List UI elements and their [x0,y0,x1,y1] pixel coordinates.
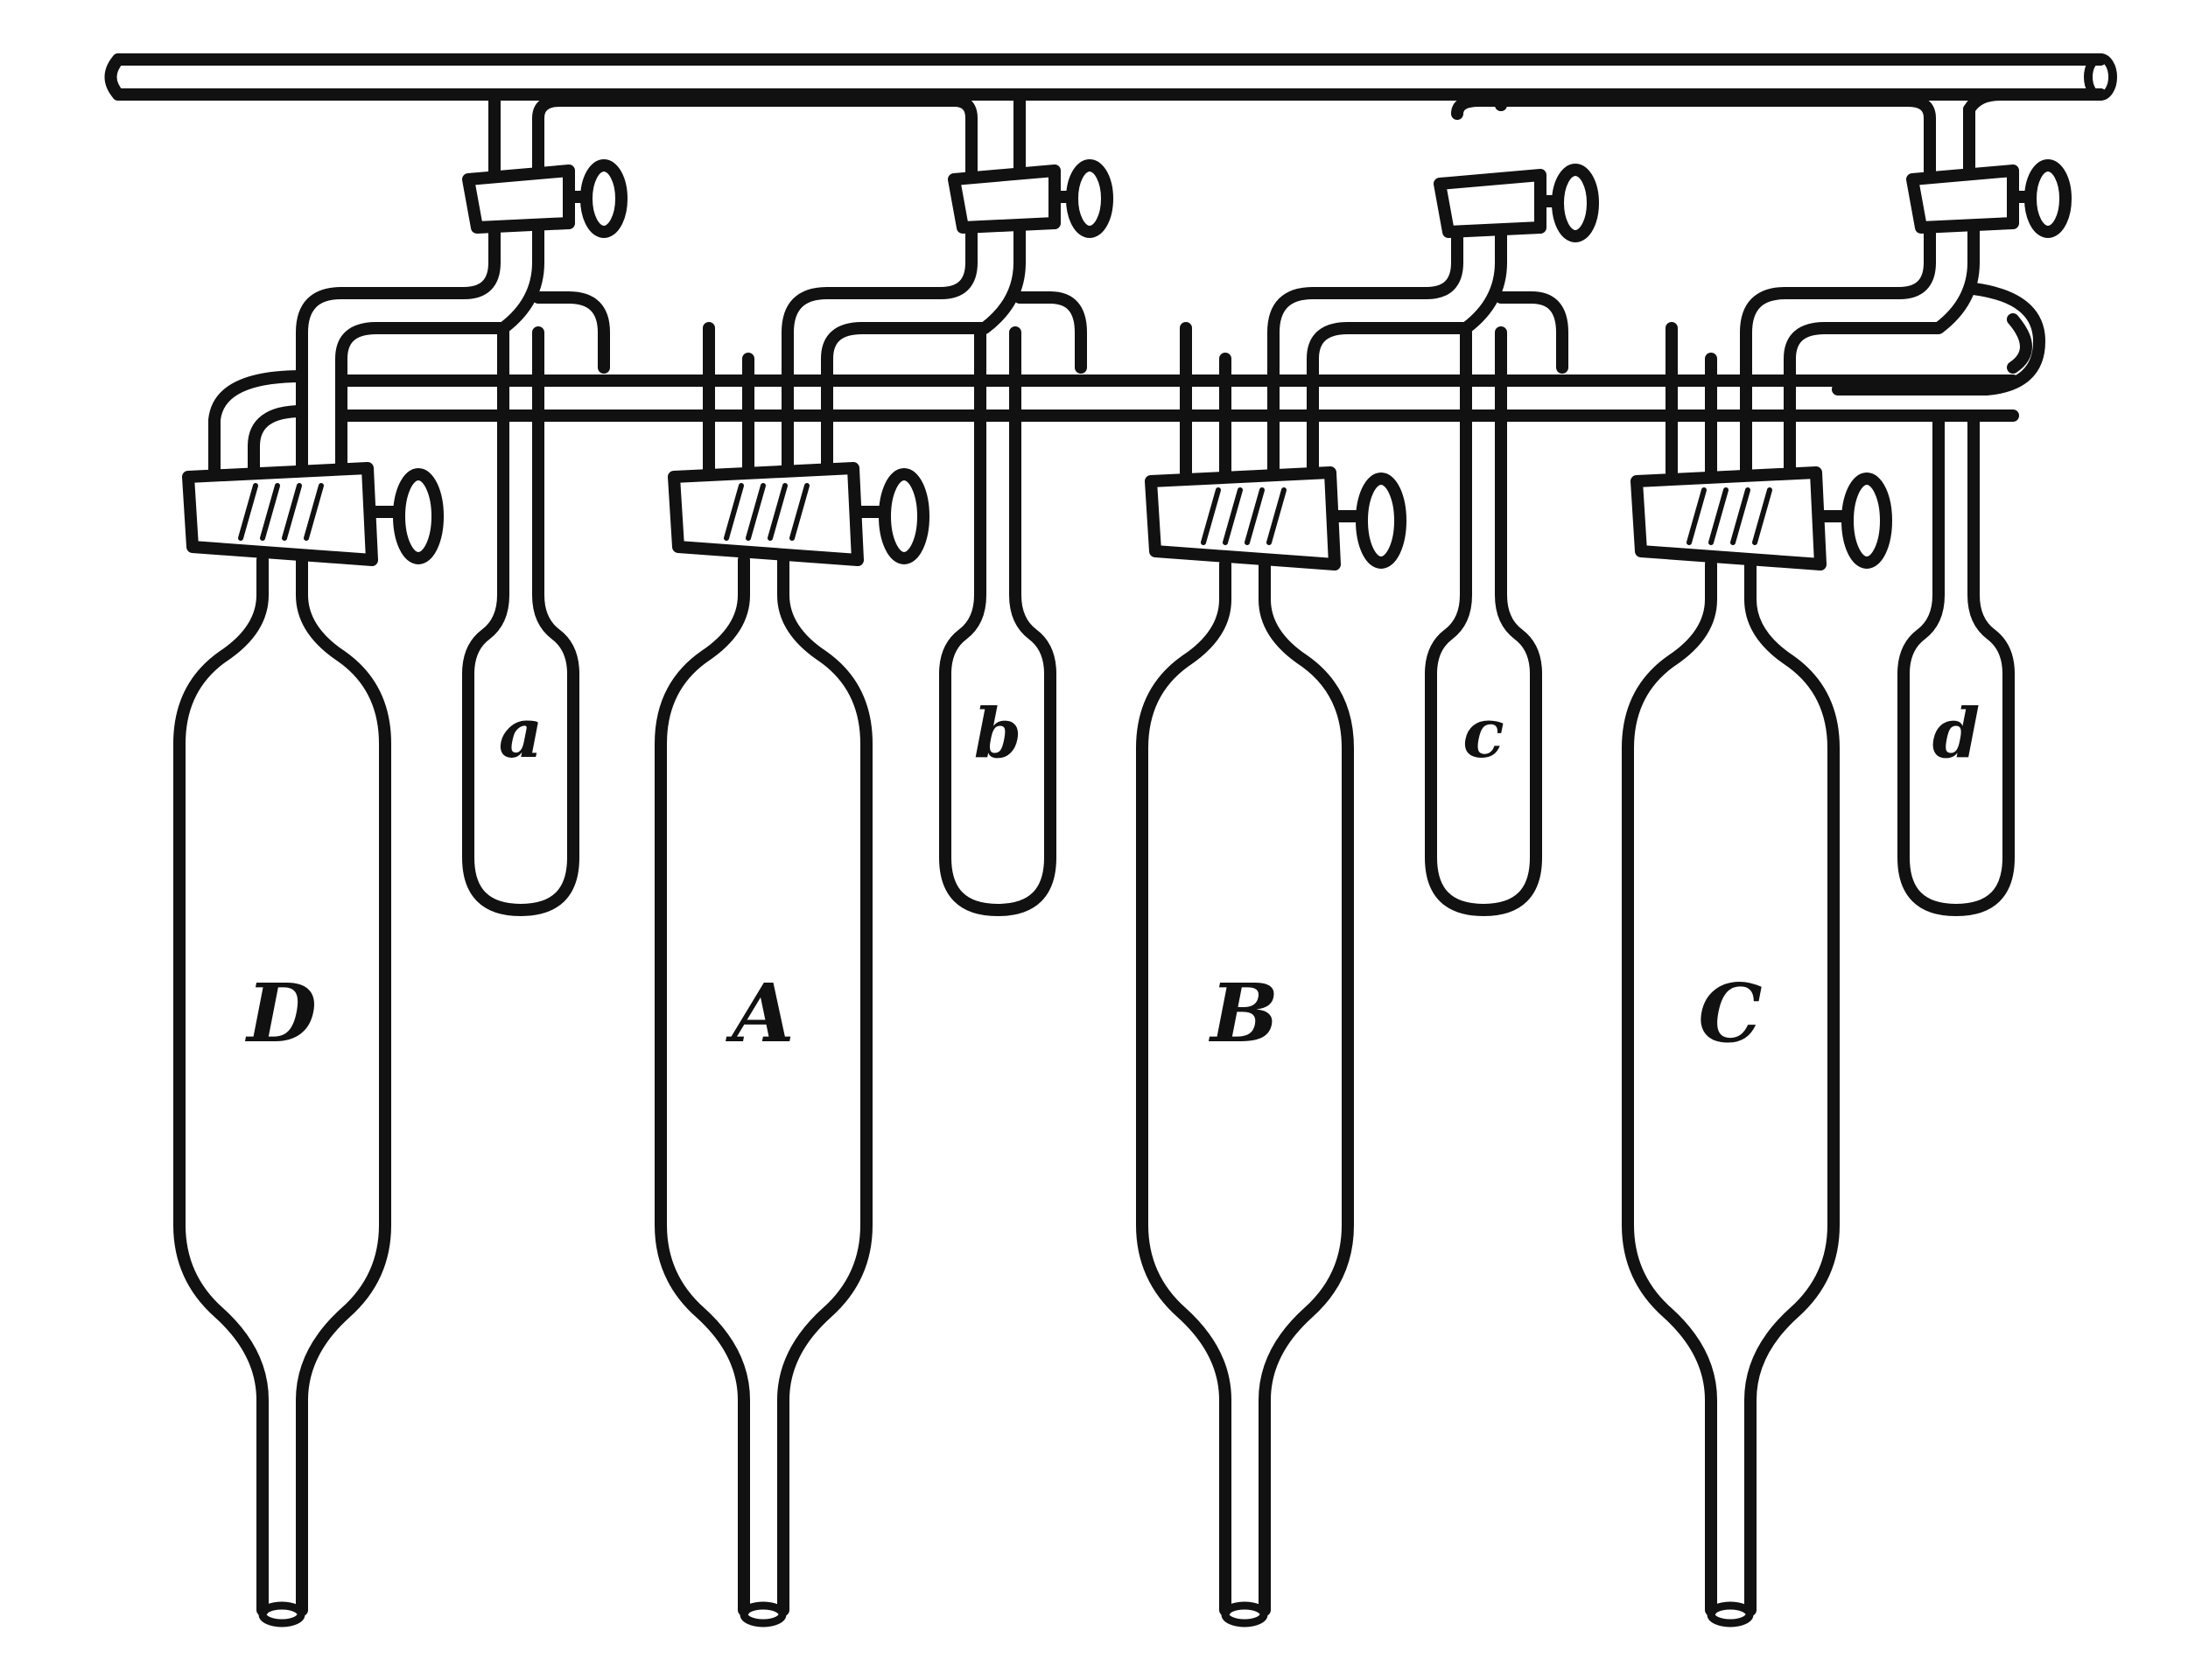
vessel-stopcock-B [1145,466,1406,570]
upper-stems [488,221,1980,269]
vessel-stopcock-A [668,462,929,566]
upper-stopcock-c [1434,164,1599,242]
vessel-stopcock-D [182,462,444,566]
upper-stopcock-a [462,159,628,238]
vessel-label-B: B [1208,966,1279,1060]
upper-stopcock-branches [488,88,2107,181]
vessel-label-C: C [1698,966,1762,1060]
small-tube-b: b [939,326,1056,916]
vessel-B: B [1136,558,1354,1628]
small-tube-c: c [1425,326,1542,916]
middle-manifold-tube [340,374,2019,422]
vessel-D: D [173,554,391,1628]
connector-arms [208,256,2045,479]
vessel-stopcock-C [1630,466,1892,570]
tube-label-d: d [1932,694,1981,774]
small-tube-d: d [1897,414,2015,916]
vessel-label-A: A [725,966,794,1060]
vessel-C: C [1622,558,1840,1628]
vessel-label-D: D [244,966,317,1060]
upper-stopcock-b [948,159,1113,238]
upper-stopcock-d [1906,159,2072,238]
tube-label-a: a [499,694,543,774]
top-manifold-tube [104,53,2117,101]
tube-label-c: c [1462,694,1504,774]
small-tube-a: a [462,326,579,916]
vessel-A: A [655,554,873,1628]
tube-label-b: b [974,694,1022,774]
